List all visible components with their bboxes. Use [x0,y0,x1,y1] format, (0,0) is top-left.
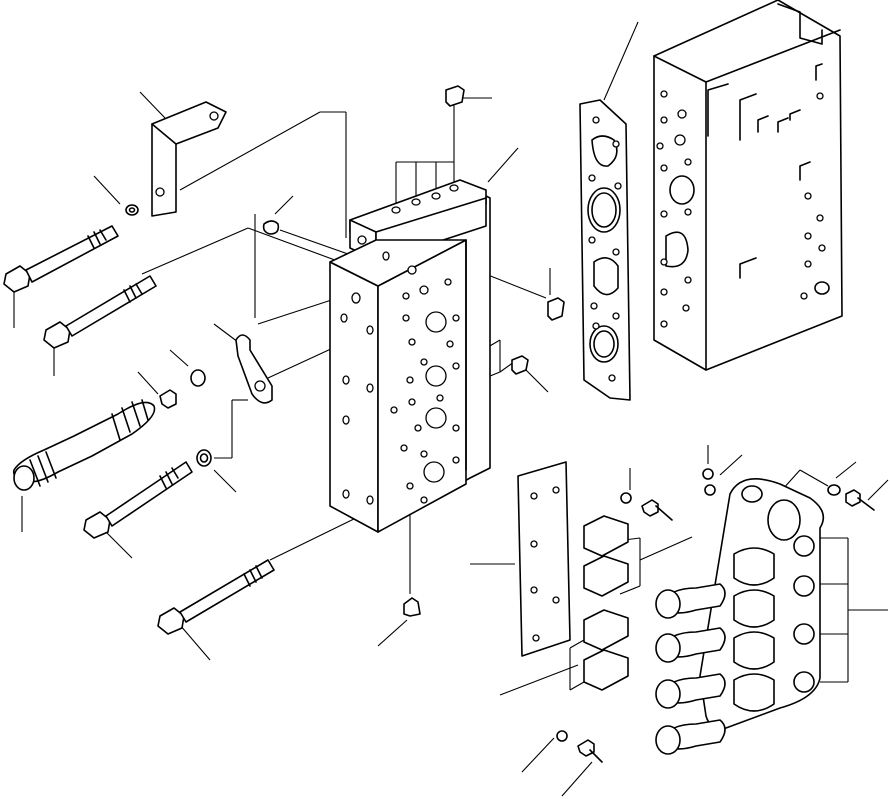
cover-plate [518,462,570,656]
connectors [584,516,628,690]
bolt-upper-left [4,226,118,292]
bolt-middle-left [84,462,192,538]
small-parts-right [557,469,874,762]
valve-body [330,180,490,532]
spring-clip [236,335,272,403]
spool [14,400,155,490]
upper-bracket [152,102,226,216]
gasket [580,100,630,400]
valve-housing [654,0,842,370]
small-parts-left [126,86,564,616]
bolt-second-left [44,276,156,348]
solenoid-block [656,479,823,754]
bolt-lower-left [158,560,274,634]
